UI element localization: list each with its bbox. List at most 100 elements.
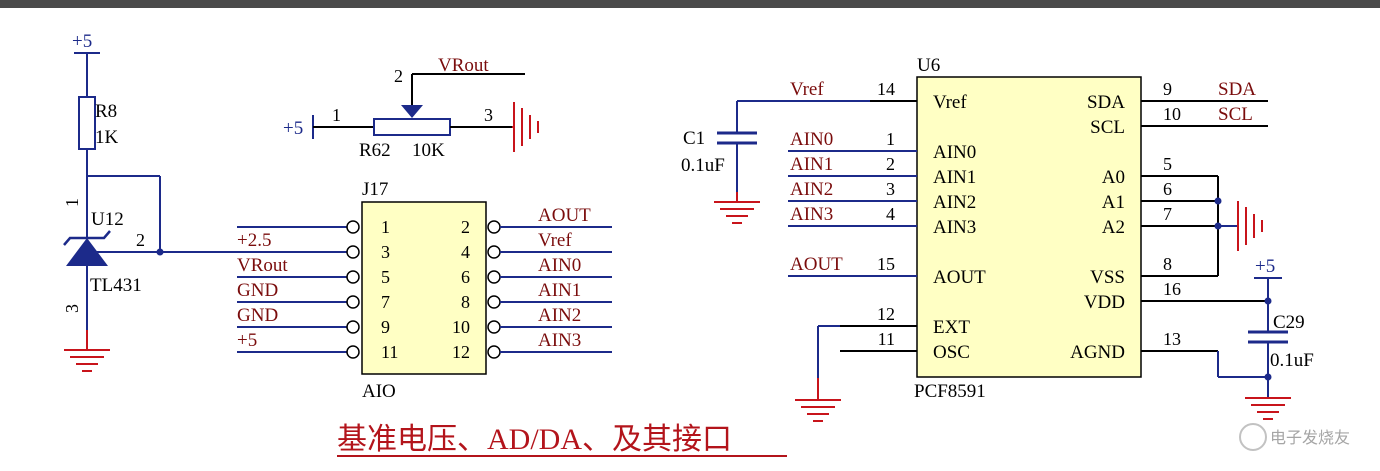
c1-designator: C1: [683, 128, 705, 149]
j17-pin-circle: [487, 295, 501, 309]
watermark-logo-icon: [1239, 423, 1267, 451]
u6-right-pin-number: 16: [1163, 279, 1181, 299]
ground-icon: [1237, 201, 1263, 251]
j17-pin-circle: [346, 295, 360, 309]
u6-left-pin-number: 2: [886, 154, 895, 174]
power-label-r62: +5: [283, 118, 303, 139]
u6-left-pin-name: AOUT: [933, 267, 986, 288]
net-label-vrout: VRout: [438, 55, 489, 76]
ground-icon: [64, 330, 110, 372]
watermark: 电子发烧友: [1239, 423, 1350, 451]
r8-value: 1K: [95, 127, 119, 148]
u12-pin2: 2: [136, 230, 145, 250]
tl431-reference-circuit: +5 R8 1K 2 1 3 U12 TL431: [62, 31, 355, 372]
j17-pin-circle: [346, 345, 360, 359]
ground-icon: [512, 102, 539, 152]
j17-pin-circle: [487, 345, 501, 359]
u6-right-pin-number: 5: [1163, 154, 1172, 174]
j17-pin-circle: [346, 270, 360, 284]
j17-body: [361, 201, 487, 375]
u6-left-pin-number: 11: [878, 329, 895, 349]
u6-right-pin-number: 9: [1163, 79, 1172, 99]
j17-left-net-label: +2.5: [237, 230, 271, 251]
u6-left-net-label: AIN2: [790, 179, 833, 200]
u6-left-net-label: Vref: [790, 79, 824, 100]
j17-left-pin-number: 7: [381, 292, 390, 312]
j17-right-pin-number: 12: [452, 342, 470, 362]
u6-body: [916, 76, 1142, 378]
j17-name: AIO: [362, 381, 396, 402]
u6-right-pin-name: A2: [1102, 217, 1125, 238]
u6-right-pin-name: VSS: [1090, 267, 1125, 288]
u6-right-pin-name: AGND: [1070, 342, 1125, 363]
r62-body: [373, 118, 451, 136]
r62-pin3: 3: [484, 105, 493, 125]
u6-left-net-label: AOUT: [790, 254, 843, 275]
j17-pin-circle: [487, 270, 501, 284]
u6-right-pin-name: SCL: [1090, 117, 1125, 138]
junction-a1: [1214, 197, 1222, 205]
ground-icon: [1245, 397, 1291, 420]
u6-left-pin-name: EXT: [933, 317, 970, 338]
ground-icon: [714, 192, 760, 224]
power-label-r8: +5: [72, 31, 92, 52]
u12-pin3: 3: [62, 304, 82, 313]
j17-right-net-label: AIN1: [538, 280, 581, 301]
j17-left-pin-number: 3: [381, 242, 390, 262]
u6-left-pin-name: AIN0: [933, 142, 976, 163]
j17-right-pin-number: 2: [461, 217, 470, 237]
j17-right-net-label: Vref: [538, 230, 572, 251]
u6-right-pin-name: A0: [1102, 167, 1125, 188]
diagram-caption: 基准电压、AD/DA、及其接口: [337, 423, 732, 456]
c29-value: 0.1uF: [1270, 350, 1314, 371]
j17-right-pin-number: 8: [461, 292, 470, 312]
u6-part: PCF8591: [914, 381, 986, 402]
j17-pin-circle: [487, 220, 501, 234]
u6-right-pin-name: VDD: [1084, 292, 1125, 313]
top-border: [0, 0, 1380, 8]
ground-icon: [795, 378, 841, 422]
u6-left-pin-name: AIN1: [933, 167, 976, 188]
u6-left-pin-number: 1: [886, 129, 895, 149]
u12-designator: U12: [91, 209, 124, 230]
u6-right-pin-number: 8: [1163, 254, 1172, 274]
j17-designator: J17: [362, 179, 388, 200]
u6-right-pin-name: A1: [1102, 192, 1125, 213]
j17-left-net-label: GND: [237, 305, 278, 326]
j17-right-pin-number: 6: [461, 267, 470, 287]
u6-designator: U6: [917, 55, 940, 76]
j17-left-net-label: +5: [237, 330, 257, 351]
j17-pin-circle: [346, 245, 360, 259]
c1-value: 0.1uF: [681, 155, 725, 176]
u6-right-pin-number: 7: [1163, 204, 1172, 224]
r62-designator: R62: [359, 140, 391, 161]
u6-left-pin-name: AIN2: [933, 192, 976, 213]
j17-right-net-label: AIN3: [538, 330, 581, 351]
u6-right-net-label: SDA: [1218, 79, 1256, 100]
j17-right-net-label: AIN2: [538, 305, 581, 326]
u6-left-pin-number: 14: [877, 79, 895, 99]
j17-right-pin-number: 10: [452, 317, 470, 337]
j17-left-pin-number: 5: [381, 267, 390, 287]
pcf8591-chip: U6 PCF8591 14VrefVref1AIN0AIN02AIN1AIN13…: [681, 55, 1314, 422]
u6-right-pin-number: 13: [1163, 329, 1181, 349]
wiper-arrow-icon: [401, 105, 423, 118]
u12-pin1: 1: [62, 198, 82, 207]
j17-left-pin-number: 9: [381, 317, 390, 337]
u6-left-net-label: AIN3: [790, 204, 833, 225]
r62-pin2: 2: [394, 66, 403, 86]
u6-left-net-label: AIN1: [790, 154, 833, 175]
u6-left-pin-number: 4: [886, 204, 895, 224]
resistor-r8-body: [78, 96, 96, 150]
r8-designator: R8: [95, 101, 117, 122]
u6-right-pin-name: SDA: [1087, 92, 1125, 113]
j17-left-pin-number: 1: [381, 217, 390, 237]
j17-pin-circle: [346, 320, 360, 334]
tl431-symbol-bar: [63, 230, 111, 246]
r62-pin1: 1: [332, 105, 341, 125]
j17-right-net-label: AIN0: [538, 255, 581, 276]
junction-agnd: [1264, 373, 1272, 381]
